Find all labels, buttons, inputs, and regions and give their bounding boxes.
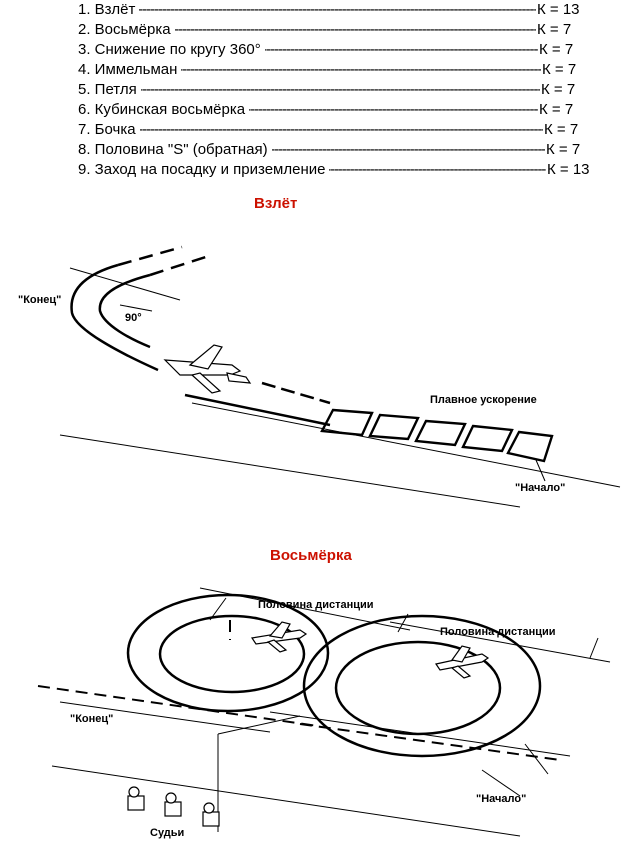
coefficient: К = 7 <box>536 20 572 40</box>
eight-start-label: "Начало" <box>476 793 526 805</box>
runway-edge <box>261 381 331 405</box>
guide-line <box>217 715 301 735</box>
takeoff-angle-label: 90° <box>125 312 142 324</box>
flight-line-dashed <box>37 685 319 727</box>
runway-edge <box>184 393 331 427</box>
coefficient: К = 13 <box>536 0 580 20</box>
guide-line <box>69 267 181 301</box>
coefficient: К = 7 <box>545 140 581 160</box>
end-dashes <box>149 253 213 277</box>
figure-name: 4. Иммельман <box>78 60 182 80</box>
turn-inner-edge <box>98 273 151 349</box>
left-loop-outer <box>126 593 330 713</box>
list-item: ----------------------------------------… <box>78 140 598 160</box>
guide-line <box>269 711 571 757</box>
figure-name: 3. Снижение по кругу 360° <box>78 40 265 60</box>
coefficient: К = 7 <box>541 60 577 80</box>
start-box <box>461 424 514 453</box>
eight-half2-label: Половина дистанции <box>440 626 556 638</box>
list-item: ----------------------------------------… <box>78 60 598 80</box>
dash-leader: ----------------------------------------… <box>78 121 558 138</box>
start-box <box>320 408 374 437</box>
list-item: ----------------------------------------… <box>78 80 598 100</box>
airplane-icon <box>250 621 308 653</box>
takeoff-diagram: "Конец" 90° Плавное ускорение "Начало" <box>18 245 621 508</box>
guide-line <box>191 402 621 488</box>
eight-judges-label: Судьи <box>150 827 184 839</box>
list-item: ----------------------------------------… <box>78 160 598 180</box>
guide-line <box>589 637 599 659</box>
dash-leader: ----------------------------------------… <box>78 81 558 98</box>
guide-line <box>51 765 521 837</box>
start-box <box>506 430 554 463</box>
airplane-icon <box>435 645 490 679</box>
figure-list: ----------------------------------------… <box>78 0 598 180</box>
eight-end-label: "Конец" <box>70 713 113 725</box>
figure-name: 5. Петля <box>78 80 141 100</box>
figure-name: 2. Восьмёрка <box>78 20 175 40</box>
coefficient: К = 7 <box>538 100 574 120</box>
right-loop-outer <box>302 614 542 758</box>
guide-line <box>209 597 227 621</box>
guide-line <box>535 459 546 482</box>
dash-leader: ----------------------------------------… <box>78 1 558 18</box>
airplane-icon <box>163 344 252 394</box>
figure-name: 1. Взлёт <box>78 0 140 20</box>
guide-line <box>481 769 521 797</box>
guide-line <box>199 587 411 631</box>
dash-leader: ----------------------------------------… <box>78 61 558 78</box>
figure-name: 6. Кубинская восьмёрка <box>78 100 250 120</box>
left-loop-inner <box>158 614 306 694</box>
list-item: ----------------------------------------… <box>78 100 598 120</box>
guide-line <box>524 743 549 775</box>
coefficient: К = 7 <box>538 40 574 60</box>
coefficient: К = 13 <box>546 160 590 180</box>
coefficient: К = 7 <box>540 80 576 100</box>
list-item: ----------------------------------------… <box>78 0 598 20</box>
eight-title: Восьмёрка <box>270 547 352 564</box>
guide-line <box>397 613 409 633</box>
guide-line <box>59 701 271 733</box>
takeoff-start-label: "Начало" <box>515 482 565 494</box>
figure-name: 8. Половина "S" (обратная) <box>78 140 272 160</box>
list-item: ----------------------------------------… <box>78 40 598 60</box>
eight-half1-label: Половина дистанции <box>258 599 374 611</box>
list-item: ----------------------------------------… <box>78 120 598 140</box>
flight-line-dashed <box>299 723 561 761</box>
dash-leader: ----------------------------------------… <box>78 21 558 38</box>
guide-line <box>59 434 521 508</box>
guide-line <box>119 304 153 312</box>
figure-name: 7. Бочка <box>78 120 140 140</box>
end-dashes <box>117 245 183 267</box>
start-box <box>368 413 420 441</box>
list-item: ----------------------------------------… <box>78 20 598 40</box>
coefficient: К = 7 <box>543 120 579 140</box>
eight-diagram: Половина дистанции Половина дистанции "К… <box>37 587 611 839</box>
figure-name: 9. Заход на посадку и приземление <box>78 160 330 180</box>
guide-line <box>389 621 611 663</box>
start-box <box>414 419 467 447</box>
takeoff-title: Взлёт <box>254 195 298 212</box>
takeoff-accel-label: Плавное ускорение <box>430 394 537 406</box>
takeoff-end-label: "Конец" <box>18 294 61 306</box>
judges-icon <box>127 786 220 827</box>
